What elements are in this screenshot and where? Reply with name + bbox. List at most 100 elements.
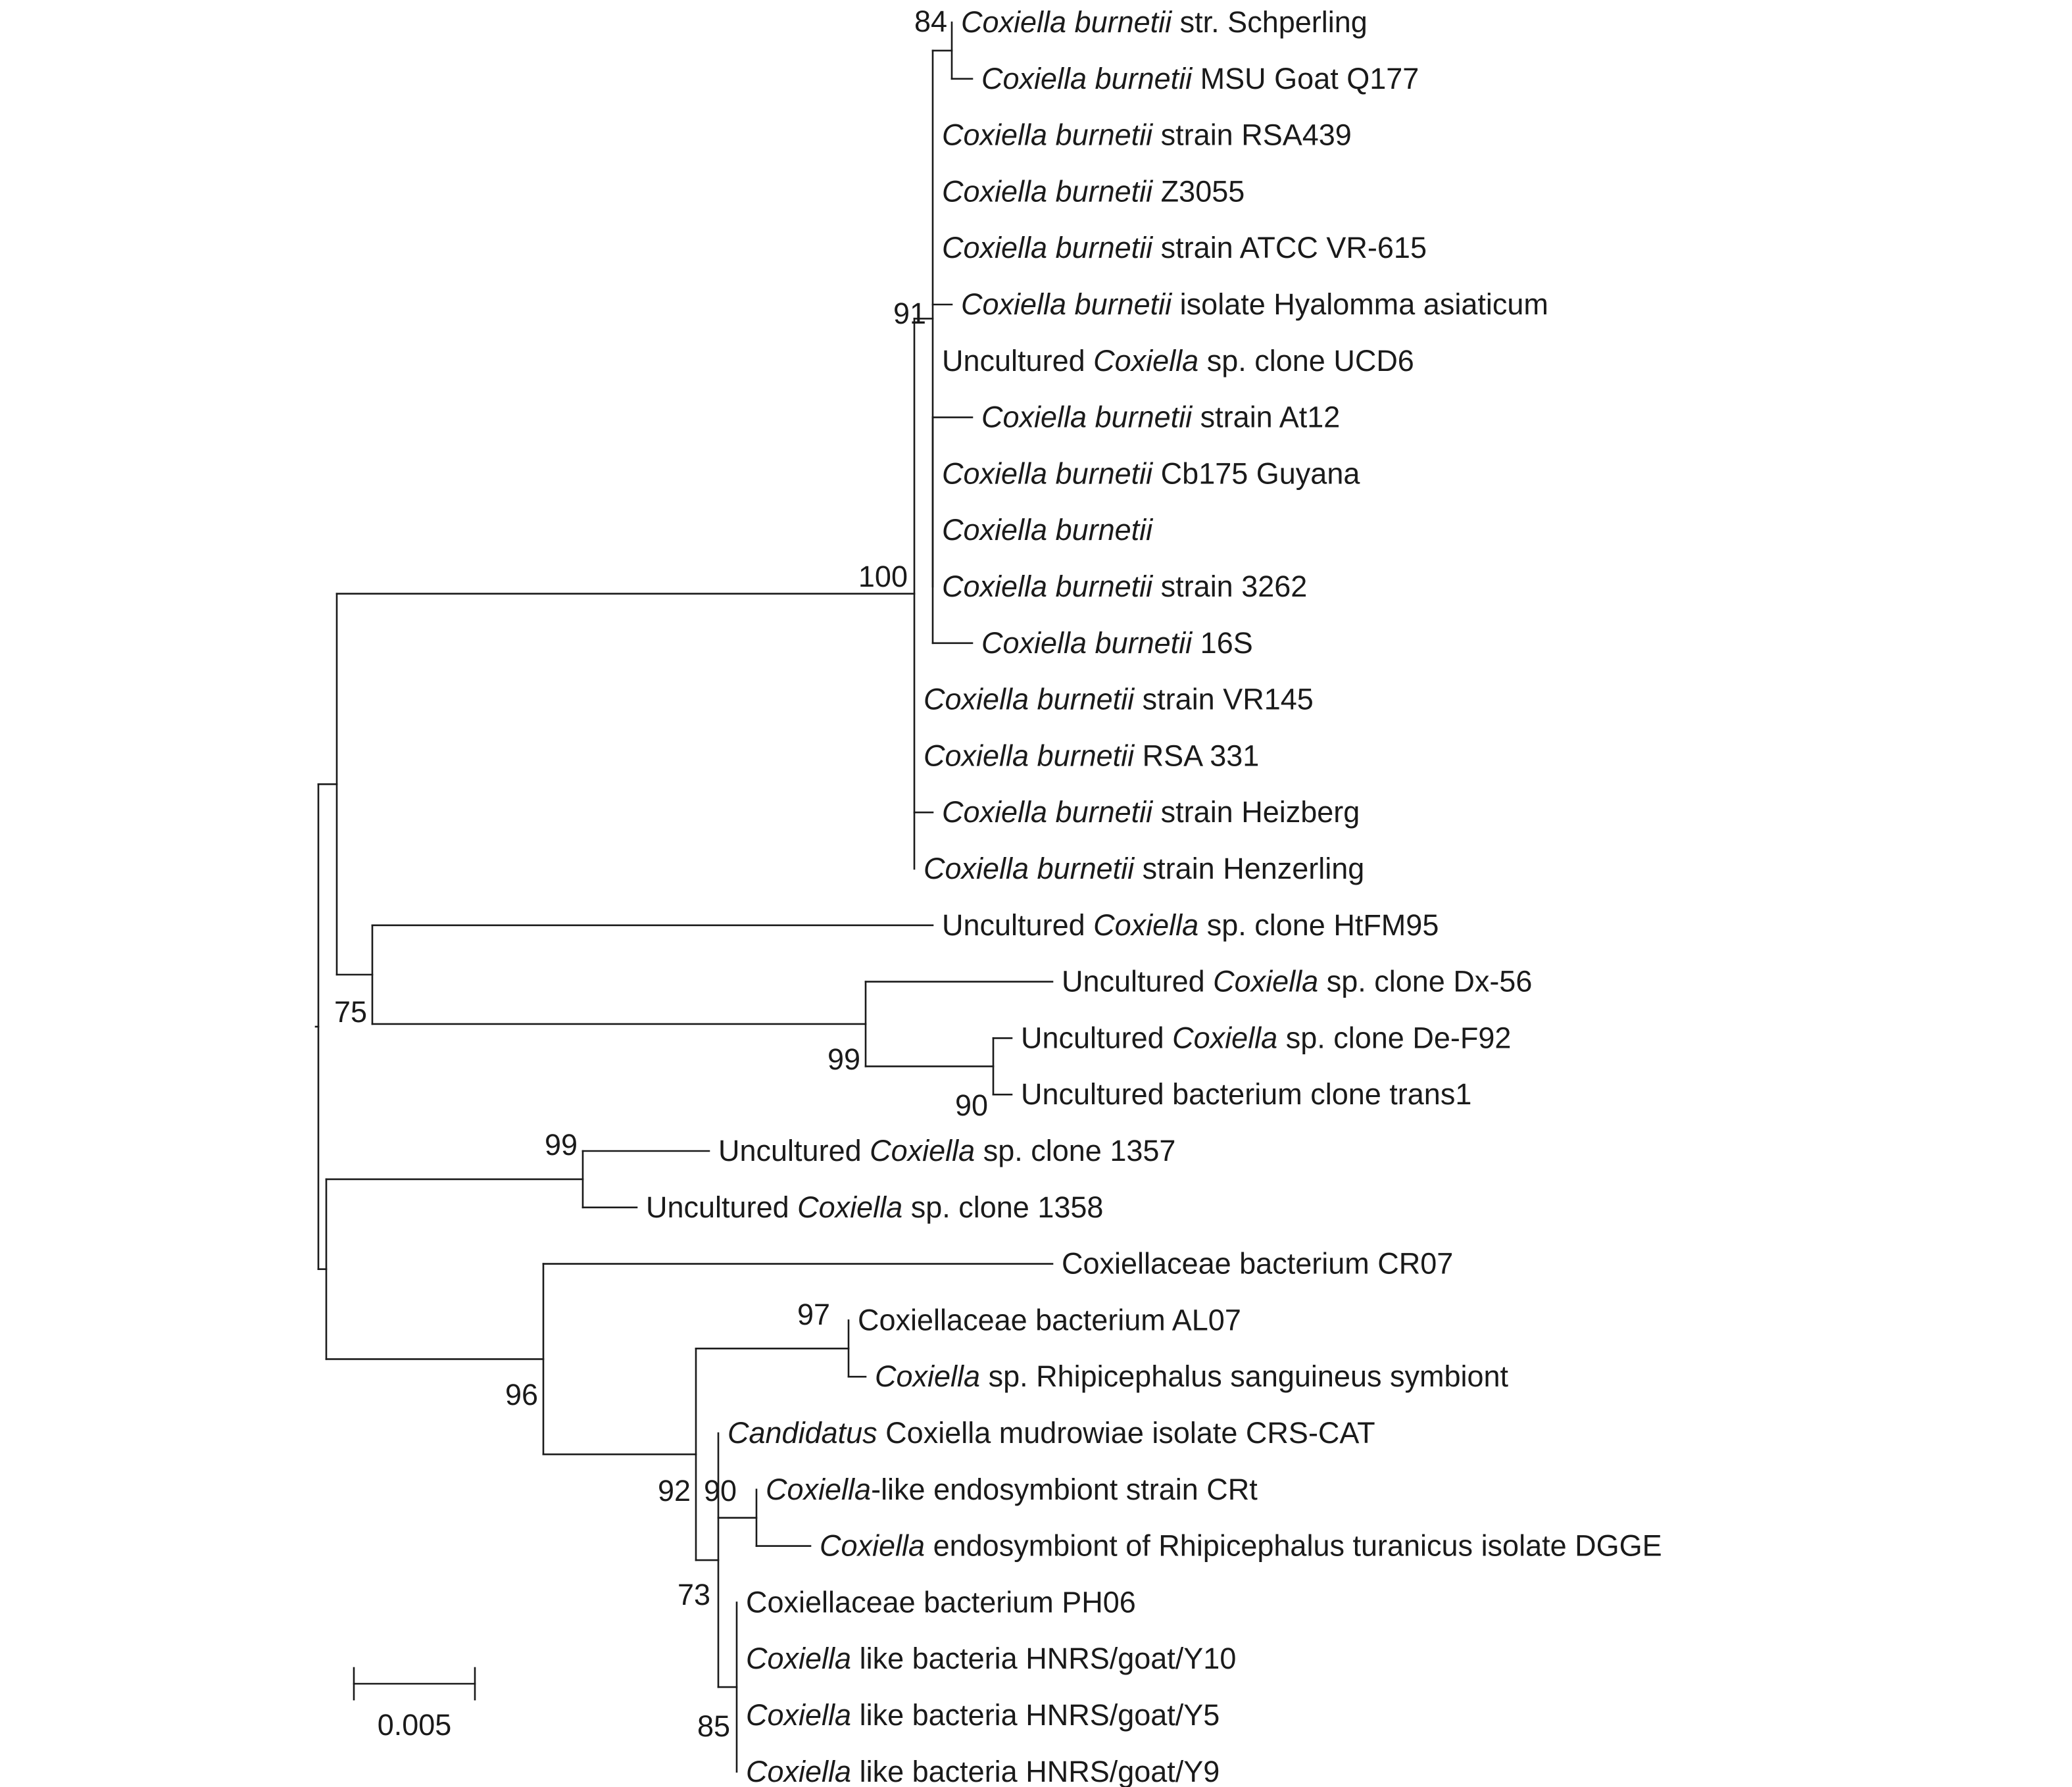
leaf-label: Coxiella-like endosymbiont strain CRt — [766, 1473, 1258, 1506]
leaf-label-part: Coxiella burnetii — [924, 852, 1135, 885]
leaf-label-part: Coxiella — [870, 1134, 975, 1167]
leaf-label: Coxiella burnetii 16S — [981, 626, 1253, 660]
leaf-label-part: sp. clone UCD6 — [1198, 344, 1414, 378]
leaf-label-part: Coxiella — [1093, 344, 1198, 378]
leaf-label: Coxiella burnetii RSA 331 — [924, 739, 1259, 772]
leaf-label-part: Coxiella burnetii — [942, 513, 1154, 547]
leaf-label: Coxiella sp. Rhipicephalus sanguineus sy… — [875, 1359, 1509, 1393]
leaf-label: Coxiellaceae bacterium CR07 — [1062, 1247, 1453, 1281]
leaf-label-part: Coxiella — [766, 1473, 871, 1506]
leaf-label: Coxiella like bacteria HNRS/goat/Y5 — [746, 1698, 1220, 1732]
leaf-label: Coxiella burnetii Z3055 — [942, 174, 1245, 208]
leaf-label-part: Coxiella — [1172, 1021, 1277, 1054]
leaf-label-part: sp. clone HtFM95 — [1198, 908, 1439, 942]
leaf-label: Coxiella burnetii — [942, 513, 1154, 547]
leaf-label-part: like bacteria HNRS/goat/Y9 — [851, 1755, 1220, 1787]
leaf-label-part: sp. clone 1358 — [902, 1190, 1103, 1224]
leaf-label-part: endosymbiont of Rhipicephalus turanicus … — [925, 1529, 1662, 1563]
leaf-label-part: strain Henzerling — [1134, 852, 1364, 885]
leaf-label-part: Coxiellaceae bacterium PH06 — [746, 1585, 1136, 1619]
leaf-label-part: -like endosymbiont strain CRt — [871, 1473, 1258, 1506]
leaf-label: Coxiella burnetii strain 3262 — [942, 570, 1307, 603]
leaf-label: Uncultured Coxiella sp. clone De-F92 — [1021, 1021, 1511, 1054]
leaf-label: Coxiellaceae bacterium PH06 — [746, 1585, 1136, 1619]
leaf-label: Candidatus Coxiella mudrowiae isolate CR… — [728, 1416, 1375, 1450]
leaf-label-part: sp. clone Dx-56 — [1318, 965, 1532, 998]
leaf-label: Coxiella burnetii strain RSA439 — [942, 118, 1352, 152]
leaf-label-part: Coxiella — [746, 1642, 851, 1675]
leaf-label-part: Coxiella burnetii — [942, 570, 1154, 603]
leaf-label: Coxiella endosymbiont of Rhipicephalus t… — [820, 1529, 1662, 1563]
bootstrap-value: 97 — [797, 1298, 830, 1331]
bootstrap-value: 85 — [697, 1709, 730, 1743]
leaf-label-part: Coxiella — [1213, 965, 1318, 998]
leaf-label-part: like bacteria HNRS/goat/Y5 — [851, 1698, 1220, 1732]
leaf-label-part: Coxiella — [1093, 908, 1198, 942]
leaf-label-part: Uncultured — [942, 908, 1093, 942]
leaf-label-part: strain ATCC VR-615 — [1152, 231, 1427, 264]
leaf-label-part: Coxiellaceae bacterium AL07 — [858, 1303, 1241, 1336]
leaf-label-part: RSA 331 — [1134, 739, 1259, 772]
leaf-label: Coxiella burnetii strain Heizberg — [942, 795, 1360, 829]
leaf-label-part: Uncultured — [1062, 965, 1213, 998]
leaf-label-part: Coxiella burnetii — [924, 683, 1135, 716]
bootstrap-value: 73 — [678, 1578, 710, 1611]
leaf-label-part: Candidatus — [728, 1416, 877, 1450]
bootstrap-value: 99 — [545, 1128, 578, 1162]
leaf-label: Coxiellaceae bacterium AL07 — [858, 1303, 1241, 1336]
leaf-label-part: Z3055 — [1152, 174, 1245, 208]
leaf-label-part: Coxiellaceae bacterium CR07 — [1062, 1247, 1453, 1281]
leaf-label-part: like bacteria HNRS/goat/Y10 — [851, 1642, 1236, 1675]
bootstrap-value: 84 — [914, 5, 947, 38]
tree-branches — [314, 21, 1054, 1773]
leaf-label-part: Coxiella burnetii — [981, 401, 1193, 434]
leaf-label: Coxiella burnetii str. Schperling — [961, 5, 1368, 39]
leaf-label-part: Coxiella — [797, 1190, 902, 1224]
leaf-label-part: MSU Goat Q177 — [1192, 62, 1419, 95]
leaf-label-part: Uncultured bacterium clone trans1 — [1021, 1077, 1471, 1111]
scale-bar-label: 0.005 — [378, 1708, 452, 1742]
leaf-label: Uncultured Coxiella sp. clone 1358 — [646, 1190, 1103, 1224]
leaf-label-part: strain VR145 — [1134, 683, 1314, 716]
leaf-label: Coxiella burnetii Cb175 Guyana — [942, 456, 1360, 490]
leaf-label-part: Coxiella burnetii — [942, 231, 1154, 264]
leaf-label: Uncultured Coxiella sp. clone 1357 — [718, 1134, 1175, 1167]
leaf-label-part: strain Heizberg — [1152, 795, 1360, 829]
leaf-label-part: 16S — [1192, 626, 1253, 660]
leaf-label-part: Uncultured — [942, 344, 1093, 378]
leaf-label: Uncultured Coxiella sp. clone UCD6 — [942, 344, 1414, 378]
bootstrap-value: 91 — [893, 297, 926, 330]
bootstrap-value: 75 — [334, 995, 367, 1029]
leaf-label-part: Coxiella — [875, 1359, 980, 1393]
leaf-label: Coxiella burnetii strain Henzerling — [924, 852, 1364, 885]
leaf-label-part: Coxiella burnetii — [942, 456, 1154, 490]
leaf-label-part: strain RSA439 — [1152, 118, 1352, 152]
leaf-label-part: Coxiella burnetii — [942, 174, 1154, 208]
leaf-label-part: strain 3262 — [1152, 570, 1307, 603]
bootstrap-value: 96 — [505, 1378, 538, 1411]
leaf-label: Coxiella burnetii isolate Hyalomma asiat… — [961, 287, 1548, 321]
leaf-label: Uncultured Coxiella sp. clone HtFM95 — [942, 908, 1439, 942]
leaf-label: Coxiella burnetii strain ATCC VR-615 — [942, 231, 1427, 264]
bootstrap-value: 90 — [704, 1474, 737, 1507]
leaf-label-part: Coxiella burnetii — [942, 118, 1154, 152]
leaf-label-part: sp. clone 1357 — [975, 1134, 1175, 1167]
leaf-label-part: Coxiella — [746, 1698, 851, 1732]
leaf-label-part: Uncultured — [718, 1134, 870, 1167]
leaf-label-part: Coxiella — [746, 1755, 851, 1787]
bootstrap-value: 100 — [858, 560, 908, 593]
leaf-label-part: Coxiella burnetii — [942, 795, 1154, 829]
leaf-label-part: isolate Hyalomma asiaticum — [1172, 287, 1548, 321]
leaf-label: Coxiella like bacteria HNRS/goat/Y9 — [746, 1755, 1220, 1787]
leaf-label-part: sp. clone De-F92 — [1277, 1021, 1511, 1054]
leaf-label: Coxiella burnetii strain VR145 — [924, 683, 1314, 716]
bootstrap-value: 99 — [827, 1042, 860, 1076]
bootstrap-value: 92 — [658, 1474, 691, 1507]
leaf-label: Coxiella burnetii MSU Goat Q177 — [981, 62, 1419, 95]
leaf-label: Coxiella burnetii strain At12 — [981, 401, 1340, 434]
leaf-label: Uncultured bacterium clone trans1 — [1021, 1077, 1471, 1111]
leaf-label-part: Uncultured — [1021, 1021, 1172, 1054]
leaf-label-part: Cb175 Guyana — [1152, 456, 1360, 490]
